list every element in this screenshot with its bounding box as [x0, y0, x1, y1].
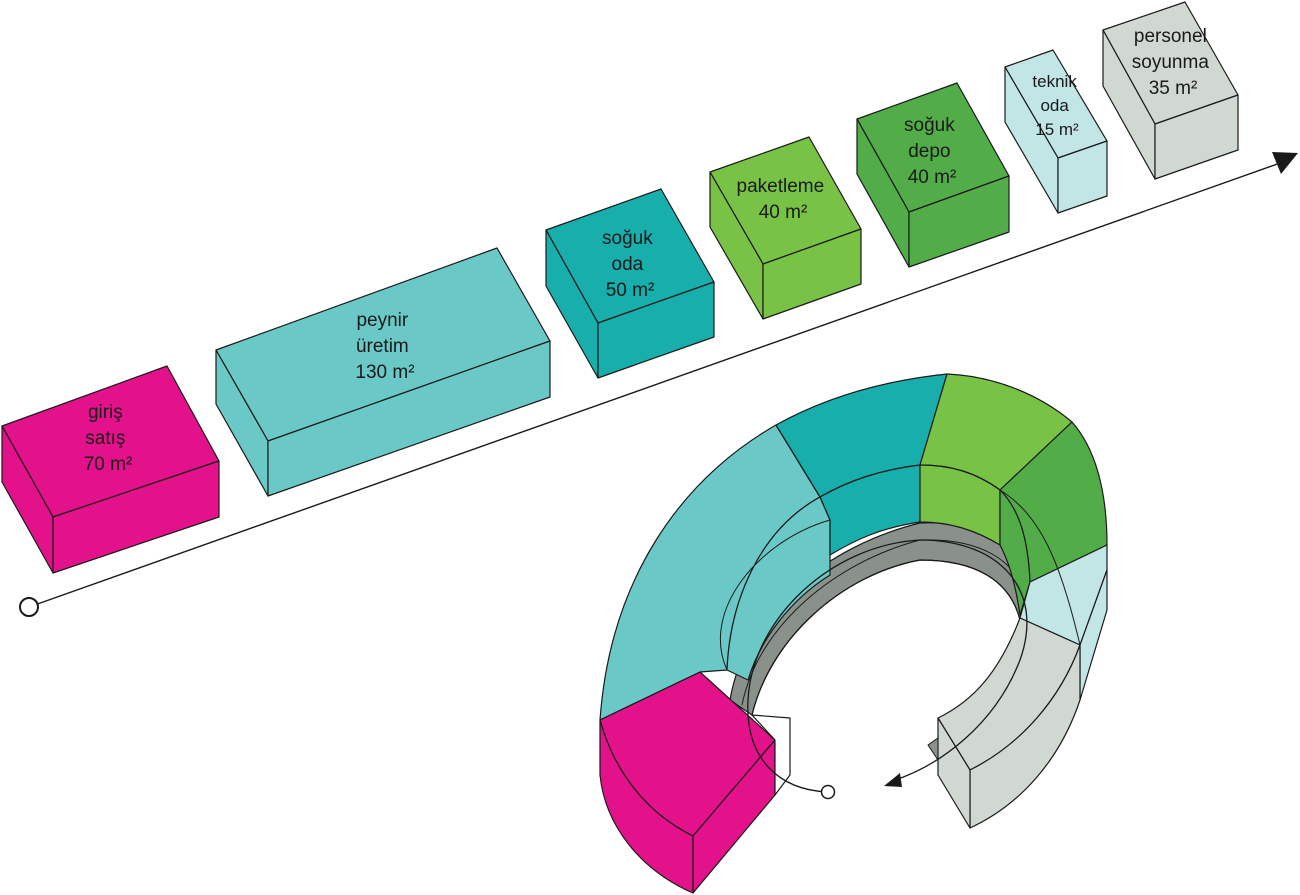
flow-arrow-linear [19, 152, 1298, 617]
box-personel-soyunma: personel soyunma 35 m² [1102, 1, 1239, 180]
label-soguk-depo: soğuk depo 40 m² [904, 115, 960, 188]
start-circle-icon [19, 597, 39, 617]
label-peynir-uretim: peynir üretim 130 m² [355, 310, 414, 383]
box-teknik-oda: teknik oda 15 m² [1004, 49, 1108, 214]
label-personel-soyunma: personel soyunma 35 m² [1132, 26, 1214, 99]
label-giris-satis: giriş satış 70 m² [84, 402, 133, 475]
label-teknik-oda: teknik oda 15 m² [1032, 72, 1081, 139]
circular-arrowhead-icon [884, 773, 902, 787]
box-giris-satis: giriş satış 70 m² [1, 365, 220, 574]
box-paketleme: paketleme 40 m² [709, 136, 862, 320]
circular-start-circle-icon [820, 784, 836, 800]
flow-arrow-circular [747, 539, 1028, 800]
box-soguk-oda: soğuk oda 50 m² [545, 188, 715, 379]
label-paketleme: paketleme 40 m² [737, 176, 830, 223]
arrowhead-icon [1272, 152, 1298, 174]
box-soguk-depo: soğuk depo 40 m² [856, 82, 1010, 268]
box-peynir-uretim: peynir üretim 130 m² [215, 247, 551, 497]
ring-arrangement [599, 373, 1108, 894]
label-soguk-oda: soğuk oda 50 m² [602, 228, 658, 301]
